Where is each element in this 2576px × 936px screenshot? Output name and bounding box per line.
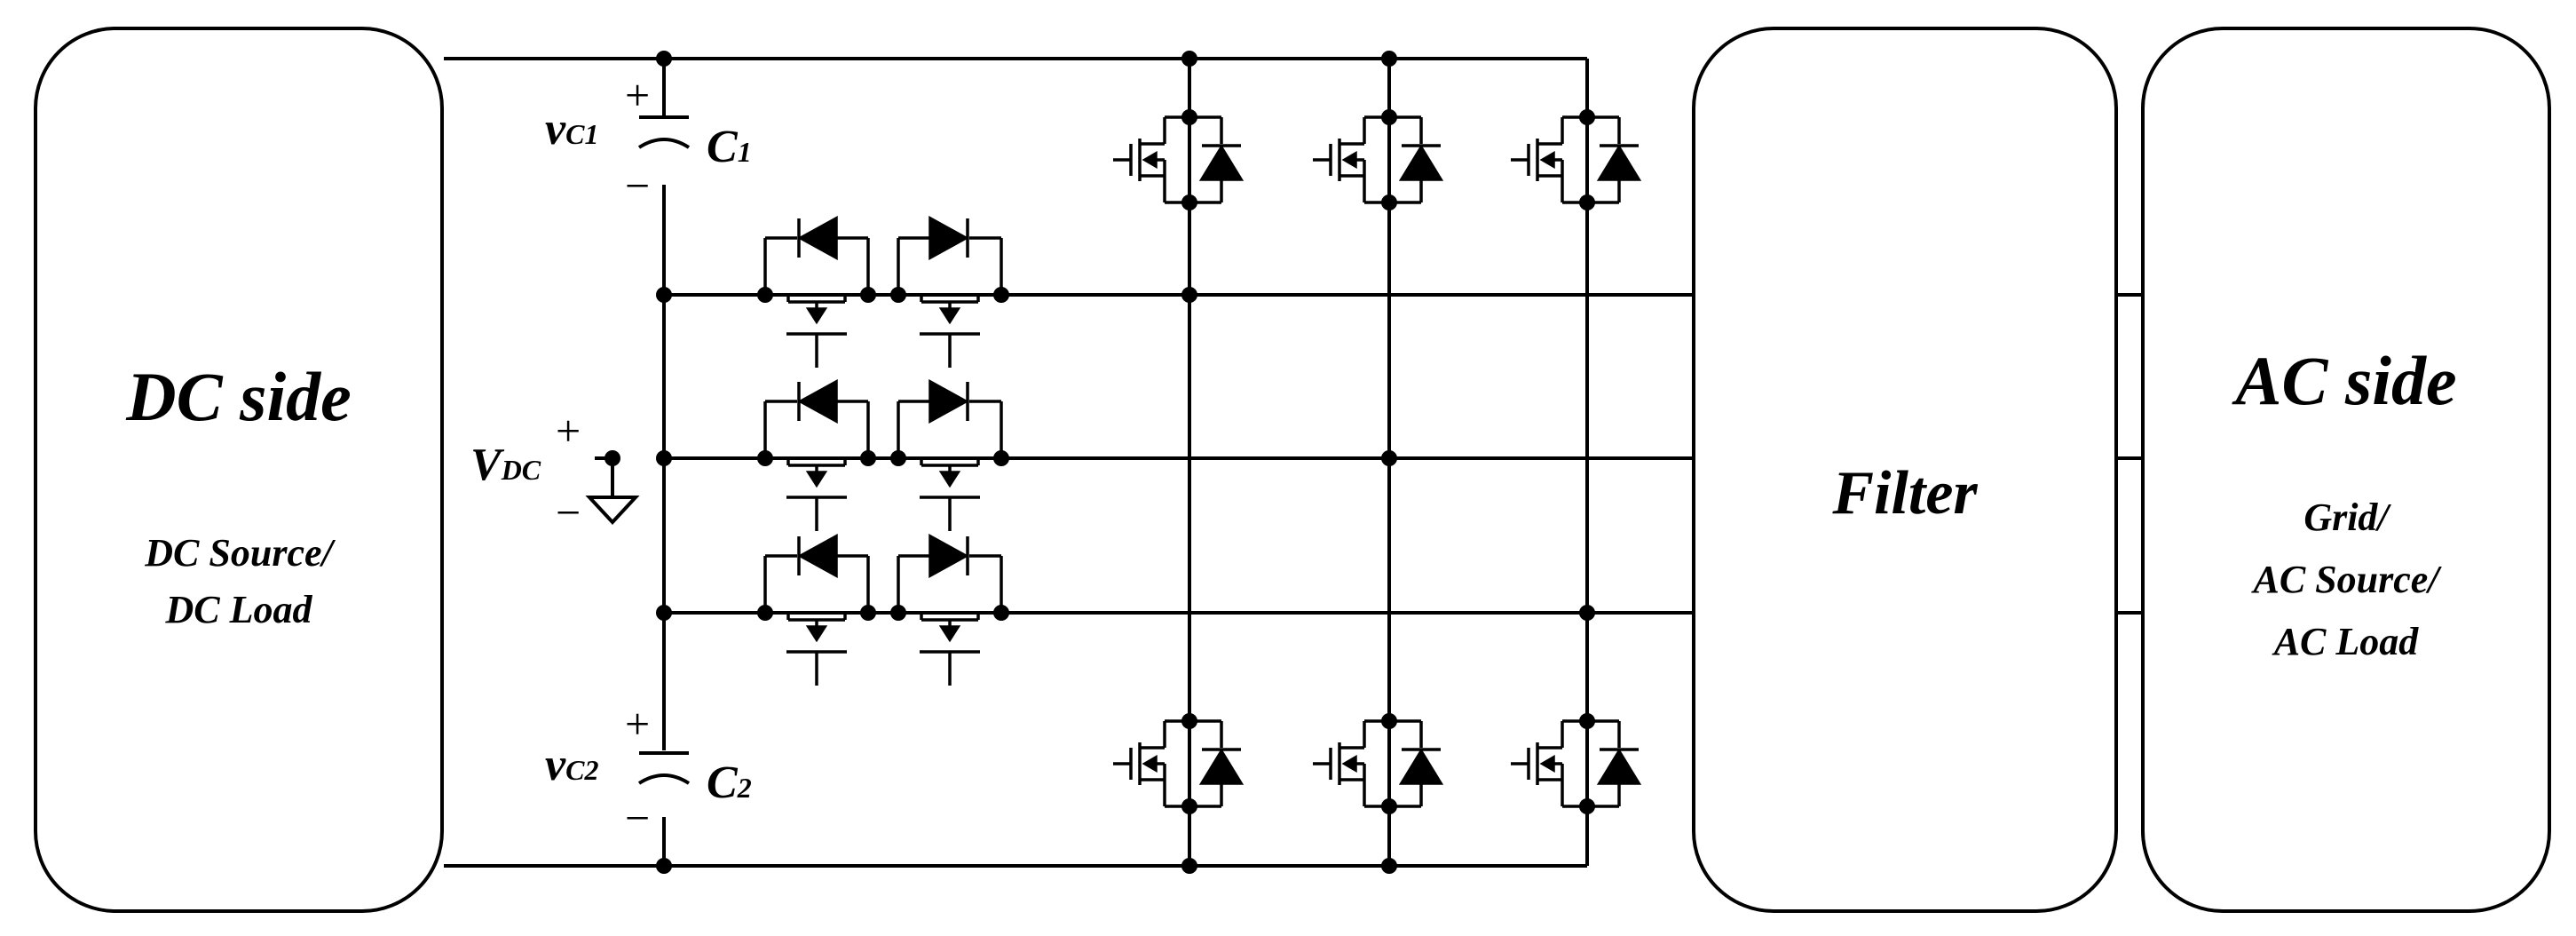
node-bus-a bbox=[656, 287, 672, 303]
node-leg1-top bbox=[1181, 51, 1197, 67]
mid-switch-right-row-2-node-right bbox=[993, 450, 1009, 466]
capacitor-c2 bbox=[637, 751, 691, 785]
upper-switch-leg-3-node-top bbox=[1579, 109, 1595, 125]
lower-switch-leg-1-node-top bbox=[1181, 713, 1197, 729]
ac-side-line3: AC Load bbox=[2273, 620, 2419, 663]
dc-side-line2: DC Load bbox=[165, 588, 312, 631]
ac-side-title: AC side bbox=[2235, 342, 2457, 419]
mid-switch-right-row-1-node-left bbox=[890, 287, 906, 303]
mid-switch-left-row-2-node-left bbox=[757, 450, 773, 466]
node-c2-bot bbox=[656, 858, 672, 874]
capacitor-c1 bbox=[637, 115, 691, 149]
ground-symbol bbox=[585, 456, 640, 525]
lower-switch-leg-2-node-top bbox=[1381, 713, 1397, 729]
upper-switch-leg-1 bbox=[1113, 115, 1245, 204]
mid-switch-right-row-1 bbox=[897, 216, 1003, 368]
lower-switch-leg-2-node-bot bbox=[1381, 798, 1397, 814]
lower-switch-leg-2 bbox=[1313, 719, 1444, 808]
dc-side-title: DC side bbox=[126, 358, 352, 435]
node-leg1-a bbox=[1181, 287, 1197, 303]
mid-switch-right-row-3-node-right bbox=[993, 605, 1009, 621]
upper-switch-leg-2 bbox=[1313, 115, 1444, 204]
node-leg3-b bbox=[1579, 605, 1595, 621]
ac-side-line2: AC Source/ bbox=[2253, 558, 2439, 601]
node-leg2-top bbox=[1381, 51, 1397, 67]
mid-switch-right-row-2-node-left bbox=[890, 450, 906, 466]
lower-switch-leg-3-node-top bbox=[1579, 713, 1595, 729]
filter-title: Filter bbox=[1832, 459, 1978, 527]
ac-side-block: AC side Grid/ AC Source/ AC Load bbox=[2141, 27, 2551, 913]
node-ground bbox=[604, 450, 620, 466]
vc2-minus-sign: − bbox=[625, 793, 651, 843]
mid-switch-left-row-3-node-right bbox=[860, 605, 876, 621]
upper-switch-leg-1-node-top bbox=[1181, 109, 1197, 125]
mid-switch-left-row-3-node-left bbox=[757, 605, 773, 621]
mid-switch-left-row-1 bbox=[763, 216, 870, 368]
mid-switch-left-row-2-node-right bbox=[860, 450, 876, 466]
upper-switch-leg-2-node-top bbox=[1381, 109, 1397, 125]
node-leg1-bot bbox=[1181, 858, 1197, 874]
node-leg2-n bbox=[1381, 450, 1397, 466]
vdc-minus-sign: − bbox=[556, 488, 581, 537]
mid-switch-left-row-3 bbox=[763, 534, 870, 686]
mid-switch-left-row-2 bbox=[763, 379, 870, 531]
mid-switch-right-row-2 bbox=[897, 379, 1003, 531]
lower-switch-leg-1-node-bot bbox=[1181, 798, 1197, 814]
lower-switch-leg-3-node-bot bbox=[1579, 798, 1595, 814]
mid-switch-right-row-1-node-right bbox=[993, 287, 1009, 303]
vc1-label: vC1 bbox=[545, 104, 599, 155]
vc1-minus-sign: − bbox=[625, 161, 651, 210]
upper-switch-leg-3-node-bot bbox=[1579, 194, 1595, 210]
mid-switch-left-row-1-node-left bbox=[757, 287, 773, 303]
dc-side-line1: DC Source/ bbox=[145, 531, 333, 575]
lower-switch-leg-1 bbox=[1113, 719, 1245, 808]
filter-block: Filter bbox=[1692, 27, 2118, 913]
mid-switch-right-row-3-node-left bbox=[890, 605, 906, 621]
node-bus-n bbox=[656, 450, 672, 466]
vc1-plus-sign: + bbox=[625, 70, 651, 120]
dc-side-block: DC side DC Source/ DC Load bbox=[34, 27, 444, 913]
upper-switch-leg-1-node-bot bbox=[1181, 194, 1197, 210]
vc2-plus-sign: + bbox=[625, 699, 651, 749]
c2-label: C2 bbox=[707, 758, 752, 808]
node-bus-b bbox=[656, 605, 672, 621]
node-leg2-bot bbox=[1381, 858, 1397, 874]
ac-side-line1: Grid/ bbox=[2303, 496, 2389, 539]
vdc-plus-sign: + bbox=[556, 406, 581, 456]
vdc-label: VDC bbox=[470, 440, 541, 490]
upper-switch-leg-3 bbox=[1511, 115, 1642, 204]
upper-switch-leg-2-node-bot bbox=[1381, 194, 1397, 210]
vc2-label: vC2 bbox=[545, 740, 599, 790]
c1-label: C1 bbox=[707, 122, 752, 172]
lower-switch-leg-3 bbox=[1511, 719, 1642, 808]
mid-switch-left-row-1-node-right bbox=[860, 287, 876, 303]
node-c1-top bbox=[656, 51, 672, 67]
